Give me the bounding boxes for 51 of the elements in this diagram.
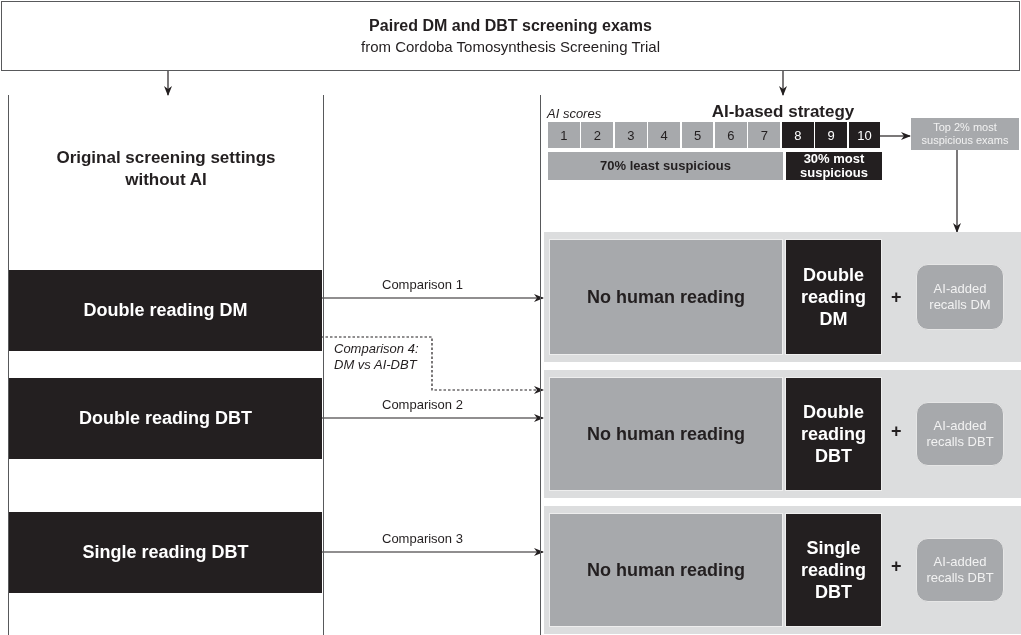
strategy-band	[544, 506, 1021, 634]
arrow	[878, 132, 911, 140]
header-title: Paired DM and DBT screening exams	[369, 16, 652, 36]
strategy-band	[544, 370, 1021, 498]
process-box: No human reading	[549, 513, 783, 627]
arrow	[164, 70, 172, 96]
process-box: No human reading	[549, 239, 783, 355]
process-box: Single reading DBT	[785, 513, 882, 627]
axis-label: AI scores	[547, 106, 602, 121]
strategy-band	[544, 232, 1021, 362]
score-box: 10	[848, 122, 881, 148]
arrow	[953, 149, 961, 233]
arrow	[779, 70, 787, 96]
process-box: No human reading	[549, 377, 783, 491]
header-box	[1, 1, 1020, 71]
score-box: 6	[715, 122, 747, 148]
recall-box: AI-added recalls DBT	[916, 538, 1004, 602]
recall-box: AI-added recalls DM	[916, 264, 1004, 330]
header-subtitle: from Cordoba Tomosynthesis Screening Trial	[361, 37, 660, 57]
process-box: Single reading DBT	[9, 512, 322, 593]
range-box: 30% most suspicious	[786, 152, 882, 180]
process-box: Double reading DBT	[9, 378, 322, 459]
score-box: 2	[581, 122, 614, 148]
process-box: Double reading DM	[9, 270, 322, 351]
score-box: 7	[748, 122, 781, 148]
arrow	[320, 294, 544, 302]
plus-sign: +	[891, 556, 902, 577]
panel-heading: AI-based strategy	[711, 101, 855, 123]
edge-label: Comparison 3	[380, 531, 465, 547]
dashed-arrow	[320, 336, 544, 394]
panel-heading: Original screening settings without AI	[55, 147, 277, 191]
arrow	[320, 414, 544, 422]
range-box: 70% least suspicious	[548, 152, 783, 180]
plus-sign: +	[891, 421, 902, 442]
score-box: 4	[648, 122, 681, 148]
plus-sign: +	[891, 287, 902, 308]
score-box: 8	[781, 122, 814, 148]
score-box: 9	[815, 122, 848, 148]
panel	[540, 95, 1021, 635]
edge-label: Comparison 4: DM vs AI-DBT	[333, 341, 420, 373]
process-box: Double reading DM	[785, 239, 882, 355]
process-box: Double reading DBT	[785, 377, 882, 491]
highlight-box: Top 2% most suspicious exams	[911, 118, 1019, 150]
edge-label: Comparison 2	[380, 397, 465, 413]
score-box: 3	[614, 122, 647, 148]
score-box: 5	[681, 122, 714, 148]
recall-box: AI-added recalls DBT	[916, 402, 1004, 466]
score-box: 1	[548, 122, 580, 148]
arrow	[320, 548, 544, 556]
edge-label: Comparison 1	[380, 277, 465, 293]
panel	[8, 95, 324, 635]
